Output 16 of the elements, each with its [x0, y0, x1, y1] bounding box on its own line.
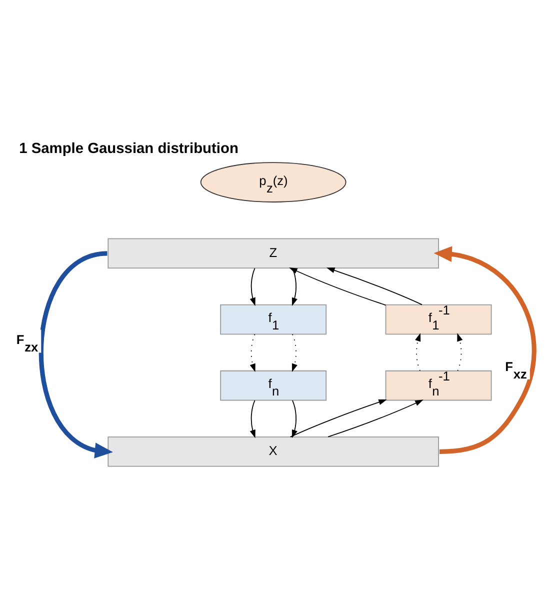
arrow [250, 268, 256, 306]
arrow [415, 333, 421, 372]
arrow [250, 334, 256, 372]
arrow [250, 400, 256, 438]
arrow [292, 334, 298, 372]
arrow [289, 268, 386, 306]
arrow [328, 400, 424, 438]
arrow [457, 333, 463, 372]
node-box: Z [108, 238, 439, 269]
arrow [326, 268, 422, 306]
arrow [292, 400, 298, 438]
arrow [290, 399, 387, 438]
arrow [39, 251, 113, 458]
diagram-title: 1 Sample Gaussian distribution [19, 141, 238, 158]
arrow [434, 246, 536, 454]
node-box: X [108, 436, 439, 467]
